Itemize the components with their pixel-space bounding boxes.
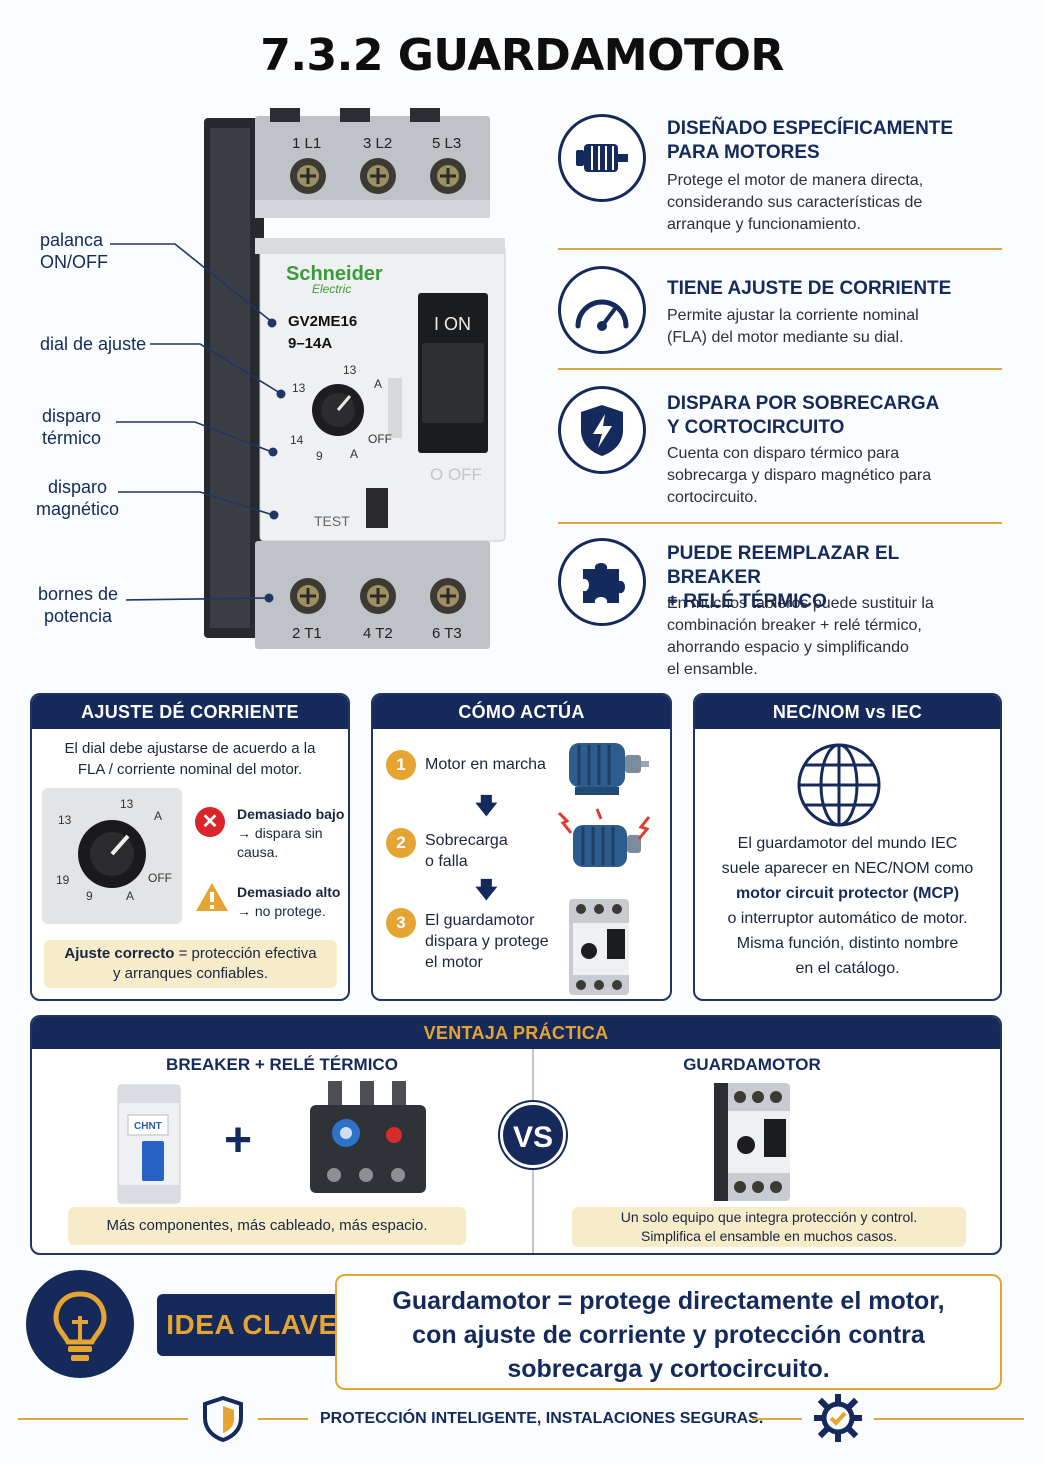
gear-check-icon [814,1394,862,1442]
panel-nec-iec: NEC/NOM vs IEC El guardamotor del mundo … [693,693,1002,1001]
panel-ajuste: AJUSTE DÉ CORRIENTE El dial debe ajustar… [30,693,350,1001]
footer-text: PROTECCIÓN INTELIGENTE, INSTALACIONES SE… [320,1410,764,1427]
callout-dial: dial de ajuste [40,334,147,354]
terminal-label: 2 T1 [292,625,322,642]
right-title: GUARDAMOTOR [683,1055,821,1074]
svg-text:13: 13 [120,797,134,811]
vs-badge: VS [500,1102,566,1168]
terminal-label: 1 L1 [292,135,321,152]
footer-rule [874,1418,1024,1420]
panel-header: VENTAJA PRÁCTICA [32,1017,1000,1049]
svg-text:A: A [126,889,134,903]
divider [558,368,1002,370]
lightbulb-icon [53,1291,107,1361]
motor-protector-icon [569,899,629,995]
footer-rule [258,1418,308,1420]
page-title: 7.3.2 GUARDAMOTOR [260,30,784,81]
panel-header: AJUSTE DÉ CORRIENTE [32,695,348,729]
feature-desc: Permite ajustar la corriente nominal(FLA… [667,307,919,346]
brand-sub: Electric [312,282,351,296]
panel-como-actua: CÓMO ACTÚA 1 Motor en marcha 🡇 2 Sobreca… [371,693,672,1001]
feature-title: TIENE AJUSTE DE CORRIENTE [667,278,952,299]
globe-icon [797,743,881,827]
feature-title: PUEDE REEMPLAZAR EL BREAKER+ RELÉ TÉRMIC… [667,543,899,612]
dial-mark: 14 [290,433,304,447]
range-label: 9–14A [288,335,332,352]
step-text: Motor en marcha [425,756,546,773]
gauge-icon [558,266,646,354]
dial-mark: A [374,377,382,391]
divider [558,248,1002,250]
idea-text: Guardamotor = protege directamente el mo… [335,1274,1002,1390]
terminal-label: 4 T2 [363,625,393,642]
shield-icon [203,1396,243,1442]
off-label: O OFF [430,465,482,484]
divider [558,522,1002,524]
motor-protector-icon [714,1083,790,1201]
left-title: BREAKER + RELÉ TÉRMICO [166,1055,398,1074]
dial-mark: 9 [316,449,323,463]
motor-icon [569,743,649,795]
test-label: TEST [314,513,350,529]
panel-header: NEC/NOM vs IEC [695,695,1000,729]
dial-mark: 13 [343,363,357,377]
dial-mark: OFF [368,432,392,446]
svg-text:9: 9 [86,889,93,903]
footer-rule [18,1418,188,1420]
svg-text:19: 19 [56,873,70,887]
arrow-down-icon: 🡇 [475,877,498,902]
overloaded-motor-icon [557,808,651,867]
idea-label: IDEA CLAVE [157,1294,347,1356]
step-number: 3 [386,908,416,938]
step-number: 2 [386,828,416,858]
nec-text: El guardamotor del mundo IEC suele apare… [721,835,974,977]
x-icon: ✕ [195,807,225,837]
step-number: 1 [386,750,416,780]
panel-header: CÓMO ACTÚA [373,695,670,729]
motor-icon [558,114,646,202]
terminal-label: 5 L3 [432,135,461,152]
breaker-icon: CHNT [117,1084,181,1204]
terminal-label: 6 T3 [432,625,462,642]
svg-text:A: A [154,809,162,823]
thermal-relay-icon [310,1081,426,1193]
footer-rule [752,1418,802,1420]
on-label: I ON [434,314,471,334]
terminal-label: 3 L2 [363,135,392,152]
brand-logo: Schneider [286,263,383,285]
feature-desc: Protege el motor de manera directa,consi… [667,172,924,233]
shield-bolt-icon [558,386,646,474]
left-caption: Más componentes, más cableado, más espac… [68,1207,466,1245]
svg-text:13: 13 [58,813,72,827]
callout-lines [110,243,286,603]
current-dial: 13 13 A 19 OFF 9 A [42,788,182,924]
dial-mark: 13 [292,381,306,395]
warning-icon [196,883,228,911]
right-caption: Un solo equipo que integra protección y … [572,1207,966,1247]
lightbulb-badge [26,1270,134,1378]
model-label: GV2ME16 [288,313,357,330]
svg-text:OFF: OFF [148,871,172,885]
puzzle-icon [558,538,646,626]
too-high: Demasiado alto → no protege. [237,884,341,919]
plus-sign: + [224,1114,253,1167]
svg-text:CHNT: CHNT [134,1121,162,1132]
arrow-down-icon: 🡇 [475,793,498,818]
panel-ventaja: VENTAJA PRÁCTICA BREAKER + RELÉ TÉRMICO … [30,1015,1002,1255]
dial-mark: A [350,447,358,461]
correct-setting-note: Ajuste correcto = protección efectiva y … [44,940,337,988]
